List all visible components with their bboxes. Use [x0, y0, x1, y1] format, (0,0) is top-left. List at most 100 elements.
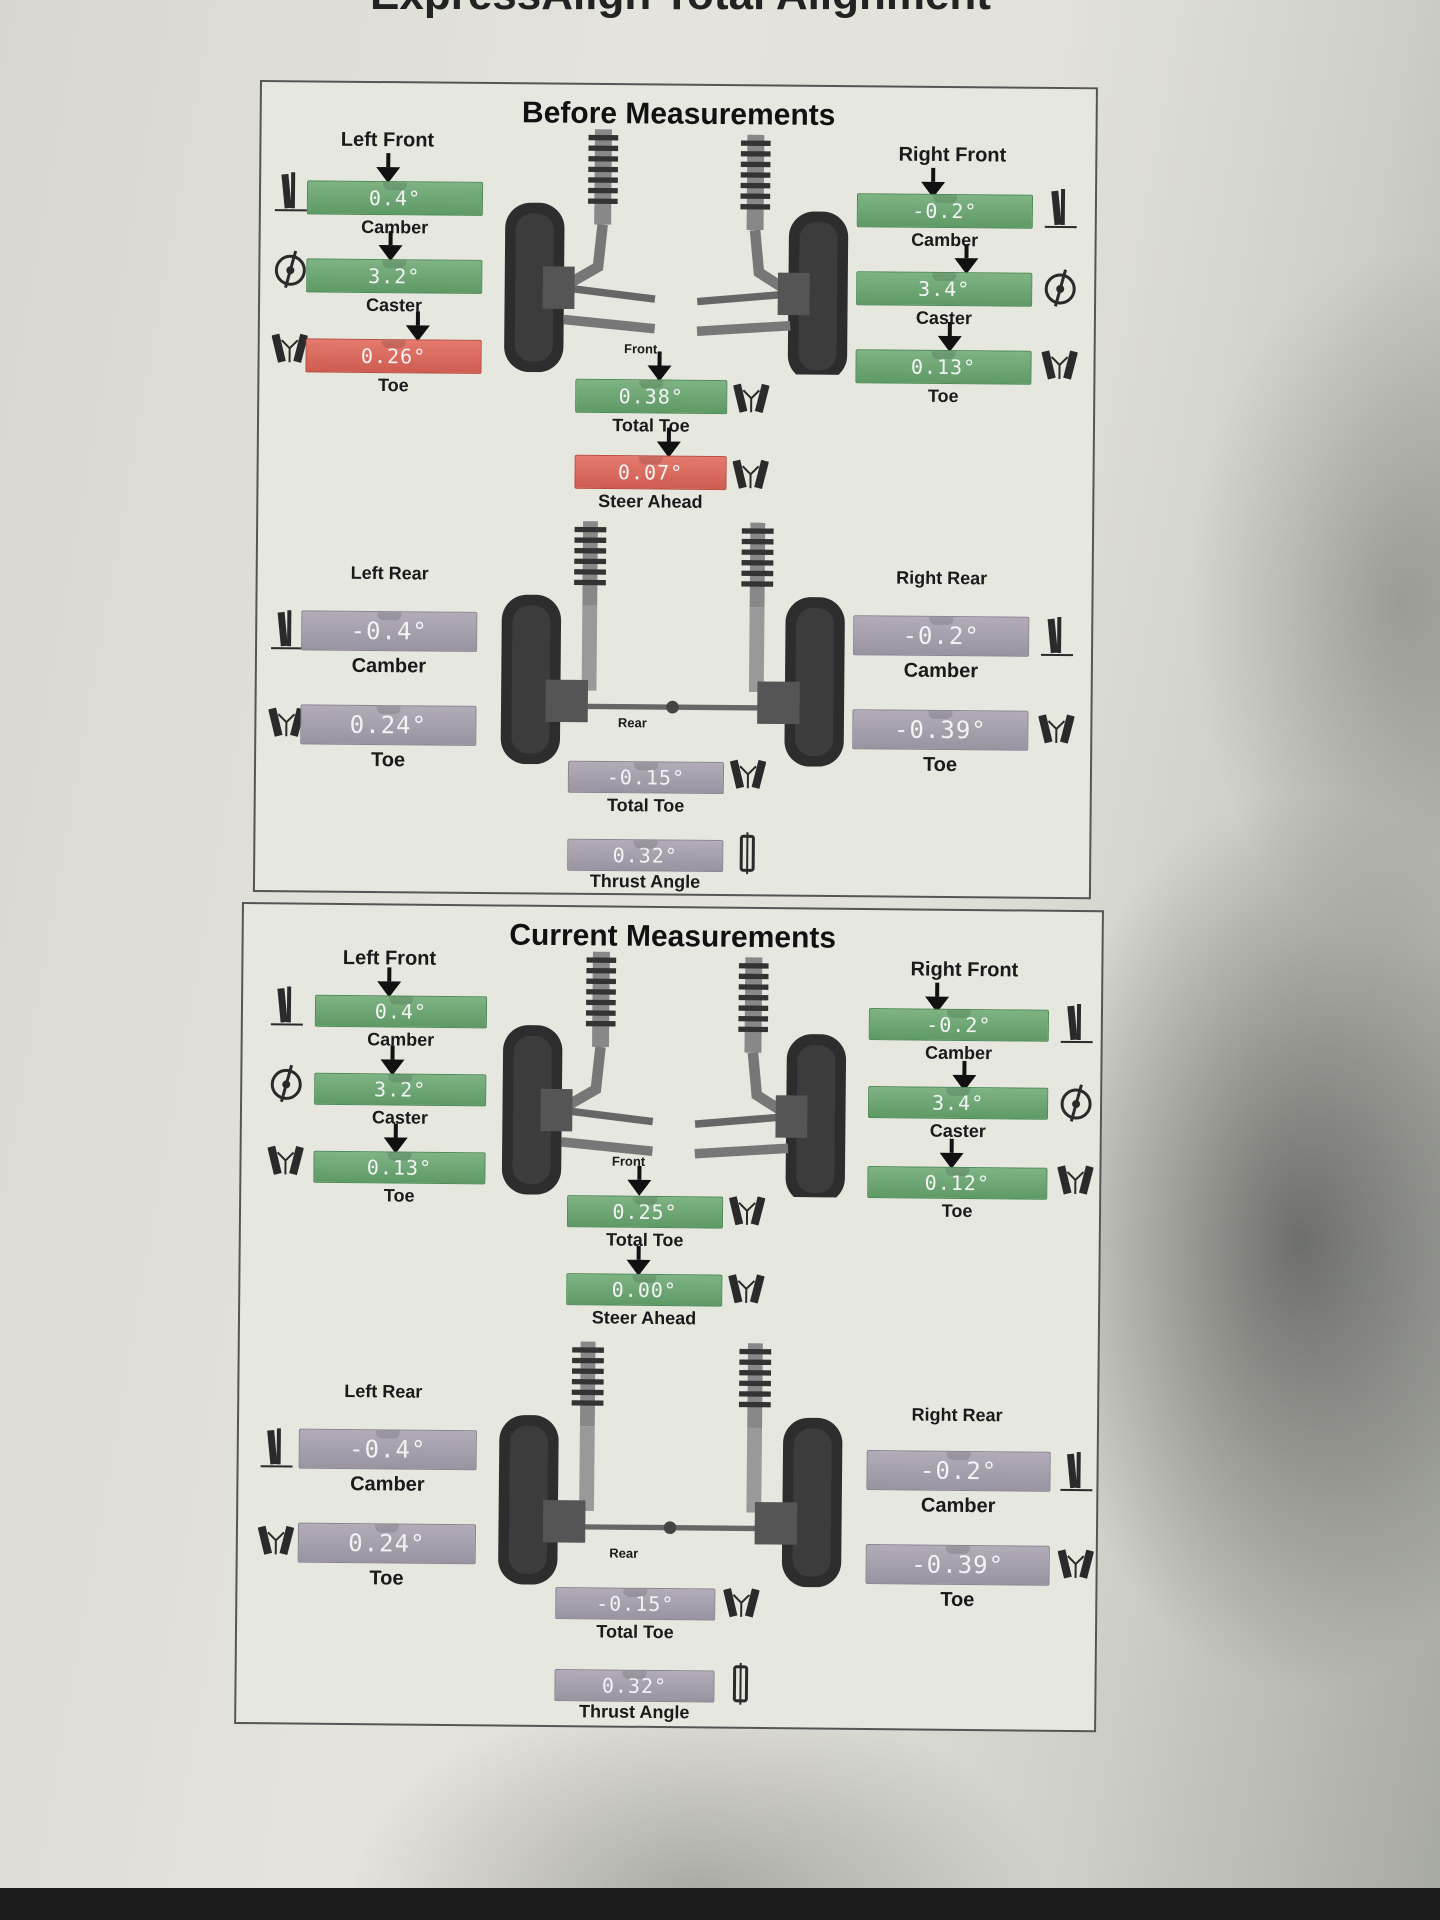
- rear-total-toe-label: Total Toe: [596, 1621, 674, 1643]
- right-front-camber-label: Camber: [924, 1042, 993, 1064]
- camber-icon: [1043, 185, 1079, 229]
- front-axle-label: Front: [623, 341, 658, 357]
- toe-icon: [267, 1138, 303, 1182]
- left-front-camber-label: Camber: [367, 1029, 435, 1050]
- camber-icon: [269, 982, 305, 1026]
- caster-icon: [1042, 265, 1078, 309]
- front-axle-label: Front: [611, 1153, 646, 1169]
- left-rear-camber-gauge: -0.4°: [301, 610, 478, 652]
- left-front-camber-gauge: 0.4°: [306, 180, 484, 216]
- document-title: ExpressAlign Total Alignment: [370, 0, 991, 20]
- right-front-toe-label: Toe: [927, 385, 959, 407]
- front-total-toe-gauge: 0.38°: [575, 378, 728, 415]
- rear-thrust-angle-gauge: 0.32°: [567, 838, 724, 873]
- right-front-toe-gauge: 0.12°: [867, 1166, 1048, 1200]
- right-rear-camber-label: Camber: [903, 659, 979, 683]
- toe-icon: [258, 1518, 294, 1562]
- right-front-caster-gauge: 3.4°: [856, 271, 1033, 307]
- rear-total-toe-gauge: -0.15°: [555, 1587, 716, 1621]
- rear-axle-label: Rear: [609, 1545, 639, 1561]
- left-front-toe-label: Toe: [377, 375, 409, 396]
- right-rear-toe-label: Toe: [940, 1588, 975, 1612]
- front-suspension-diagram: [493, 950, 855, 1197]
- toe-icon: [1057, 1158, 1093, 1202]
- left-front-caster-gauge: 3.2°: [306, 258, 483, 294]
- left-rear-toe-label: Toe: [369, 1567, 404, 1590]
- thrust-angle-icon: [729, 830, 765, 874]
- before-measurements-panel: Before Measurements Left Front 0.4° Camb…: [252, 80, 1098, 900]
- left-front-title: Left Front: [340, 128, 435, 152]
- left-front-caster-label: Caster: [371, 1107, 429, 1128]
- left-front-caster-label: Caster: [365, 294, 423, 316]
- right-front-camber-label: Camber: [911, 229, 979, 251]
- thrust-angle-icon: [722, 1661, 758, 1705]
- toe-icon: [733, 376, 769, 420]
- right-rear-title: Right Rear: [911, 1404, 1003, 1426]
- right-rear-camber-gauge: -0.2°: [853, 615, 1030, 657]
- left-rear-title: Left Rear: [350, 562, 429, 584]
- left-front-toe-label: Toe: [383, 1185, 415, 1206]
- right-front-camber-gauge: -0.2°: [856, 193, 1034, 229]
- camber-icon: [269, 606, 305, 650]
- right-front-caster-label: Caster: [929, 1120, 986, 1142]
- toe-icon: [730, 752, 766, 796]
- right-front-toe-label: Toe: [941, 1200, 973, 1222]
- table-edge: [0, 1888, 1440, 1920]
- left-front-camber-gauge: 0.4°: [314, 994, 488, 1029]
- rear-thrust-angle-label: Thrust Angle: [578, 1701, 690, 1723]
- toe-icon: [729, 1189, 765, 1233]
- left-rear-camber-label: Camber: [350, 1473, 425, 1496]
- front-suspension-diagram: [495, 128, 857, 375]
- rear-total-toe-gauge: -0.15°: [567, 760, 725, 795]
- rear-thrust-angle-label: Thrust Angle: [589, 870, 701, 892]
- right-rear-title: Right Rear: [896, 567, 988, 589]
- rear-total-toe-label: Total Toe: [606, 795, 685, 816]
- left-rear-camber-gauge: -0.4°: [298, 1428, 477, 1471]
- steer-ahead-icon: [732, 452, 768, 496]
- caster-icon: [272, 246, 308, 290]
- total-toe-target-marker: [627, 1179, 652, 1196]
- right-front-caster-gauge: 3.4°: [867, 1086, 1049, 1120]
- right-rear-camber-label: Camber: [920, 1494, 996, 1518]
- camber-icon: [1058, 1448, 1094, 1492]
- camber-icon: [1039, 613, 1075, 657]
- right-rear-camber-gauge: -0.2°: [866, 1450, 1051, 1492]
- camber-icon: [259, 1424, 295, 1468]
- current-measurements-panel: Current Measurements Left Front 0.4° Cam…: [234, 902, 1104, 1733]
- toe-icon: [268, 700, 304, 744]
- front-steer-ahead-gauge: 0.07°: [574, 454, 727, 491]
- front-steer-ahead-gauge: 0.00°: [566, 1273, 723, 1307]
- front-total-toe-label: Total Toe: [612, 415, 690, 436]
- left-rear-camber-label: Camber: [351, 654, 427, 678]
- left-front-toe-gauge: 0.26°: [305, 338, 482, 374]
- front-total-toe-gauge: 0.25°: [566, 1195, 724, 1229]
- right-front-title: Right Front: [910, 958, 1019, 982]
- right-rear-toe-label: Toe: [922, 753, 958, 777]
- caster-icon: [1058, 1080, 1094, 1124]
- toe-icon: [1057, 1542, 1093, 1586]
- left-rear-toe-gauge: 0.24°: [297, 1522, 477, 1565]
- camber-icon: [1059, 1000, 1095, 1044]
- caster-icon: [268, 1060, 304, 1104]
- rear-axle-label: Rear: [617, 715, 647, 731]
- left-front-caster-gauge: 3.2°: [314, 1072, 487, 1107]
- toe-icon: [271, 326, 307, 370]
- front-steer-ahead-label: Steer Ahead: [598, 490, 703, 512]
- left-rear-toe-gauge: 0.24°: [300, 704, 477, 746]
- right-front-toe-gauge: 0.13°: [855, 349, 1032, 385]
- toe-icon: [723, 1581, 759, 1625]
- left-front-toe-gauge: 0.13°: [313, 1150, 486, 1185]
- left-rear-title: Left Rear: [344, 1381, 423, 1402]
- rear-thrust-angle-gauge: 0.32°: [554, 1669, 715, 1703]
- left-rear-toe-label: Toe: [370, 748, 406, 772]
- right-front-camber-gauge: -0.2°: [868, 1008, 1050, 1042]
- front-steer-ahead-label: Steer Ahead: [591, 1307, 697, 1329]
- right-front-title: Right Front: [898, 143, 1007, 167]
- toe-icon: [1038, 707, 1074, 751]
- front-total-toe-label: Total Toe: [606, 1229, 684, 1251]
- toe-icon: [1041, 343, 1077, 387]
- camber-icon: [273, 168, 309, 212]
- right-rear-toe-gauge: -0.39°: [852, 709, 1029, 751]
- right-front-caster-label: Caster: [915, 307, 973, 329]
- steer-ahead-icon: [728, 1267, 764, 1311]
